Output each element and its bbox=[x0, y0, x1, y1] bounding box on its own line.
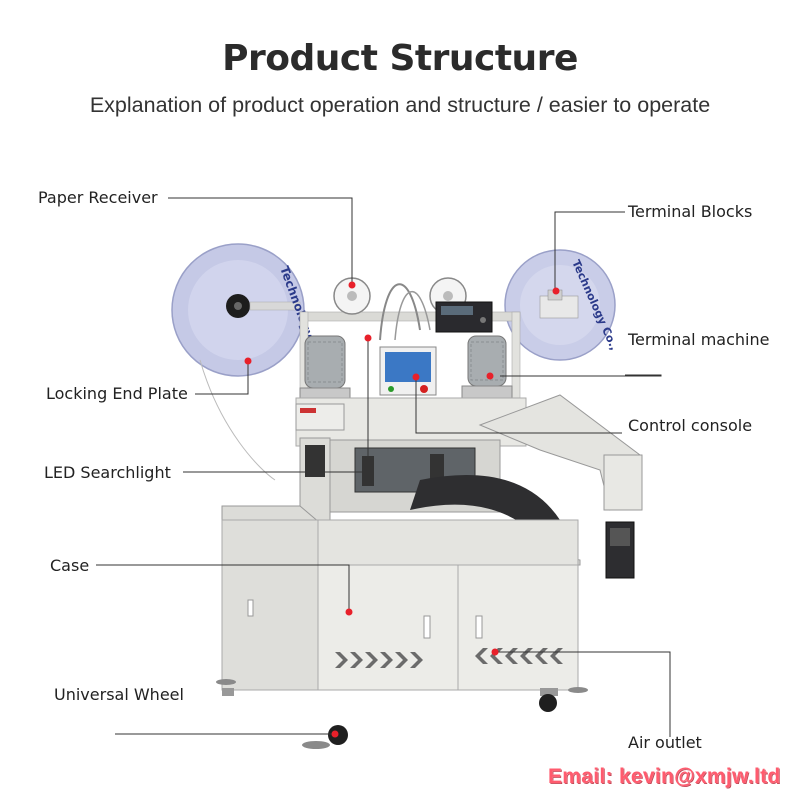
label-terminal-machine: Terminal machine bbox=[628, 330, 770, 349]
callout-markers bbox=[244, 281, 560, 738]
label-control-console: Control console bbox=[628, 416, 753, 435]
label-terminal-blocks: Terminal Blocks bbox=[628, 202, 753, 221]
page-subtitle: Explanation of product operation and str… bbox=[89, 93, 711, 117]
processing-area bbox=[299, 437, 501, 539]
label-paper-receiver: Paper Receiver bbox=[38, 188, 158, 207]
cabinet bbox=[221, 519, 579, 691]
label-led-searchlight: LED Searchlight bbox=[44, 463, 171, 482]
label-air-outlet: Air outlet bbox=[628, 733, 702, 752]
leader-lines bbox=[96, 197, 671, 737]
right-motor bbox=[461, 335, 513, 399]
left-motor bbox=[299, 335, 351, 401]
contact-email: Email: kevin@xmjw.ltd bbox=[548, 765, 781, 788]
label-universal-wheel: Universal Wheel bbox=[54, 685, 184, 704]
label-locking-end-plate: Locking End Plate bbox=[46, 384, 188, 403]
page-title: Product Structure bbox=[222, 38, 578, 79]
label-case: Case bbox=[50, 556, 90, 575]
upper-frame bbox=[199, 277, 521, 481]
right-reel: Technology Co., bbox=[504, 249, 621, 361]
conveyor-arm bbox=[410, 394, 643, 579]
